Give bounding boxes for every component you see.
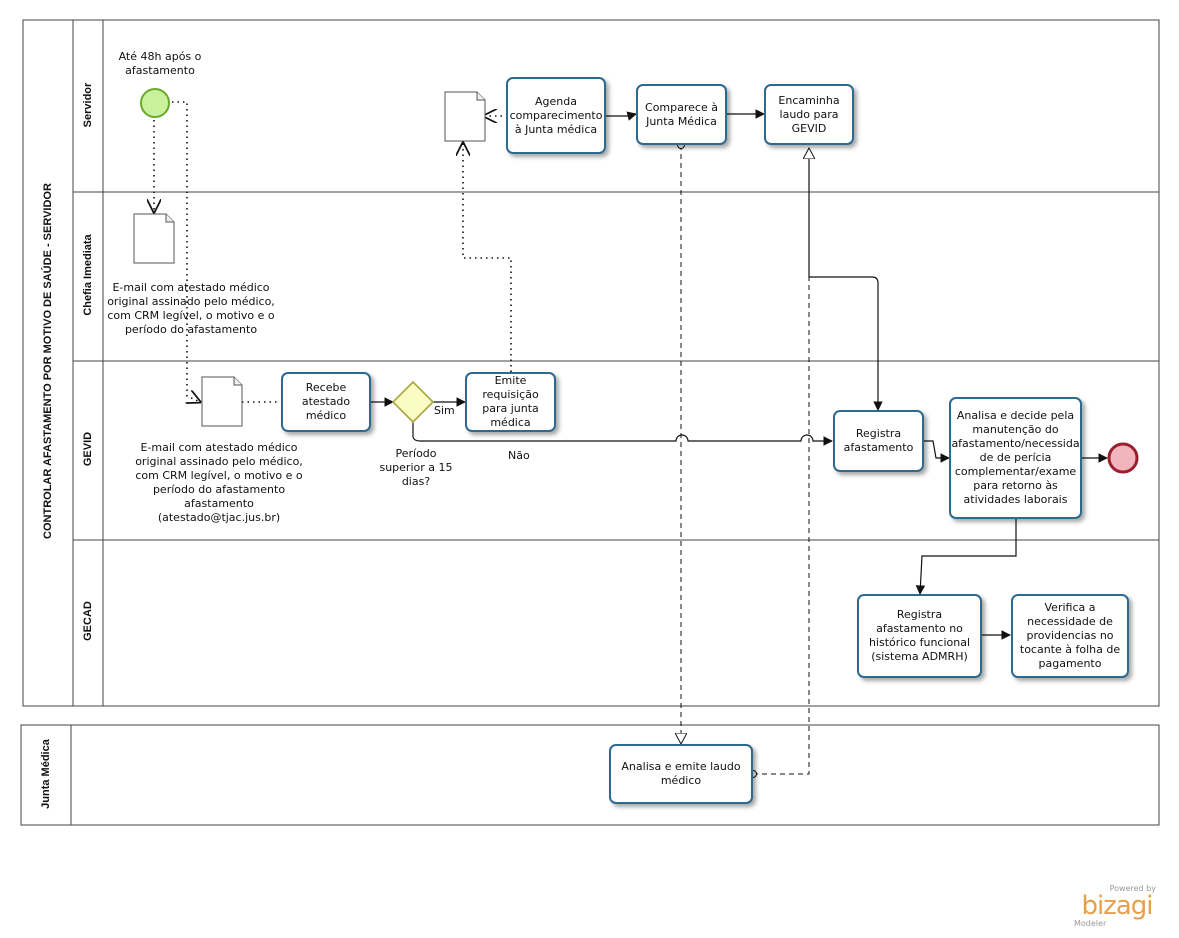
email-doc-gevid-label: E-mail com atestado médico original assi…: [135, 441, 303, 524]
flow-gateway-nao: [412, 422, 833, 446]
brand-name: bizagi: [1081, 891, 1153, 921]
task-comparece-junta[interactable]: Comparece à Junta Médica: [636, 84, 727, 145]
flow-analisa-registrahist: [915, 519, 1017, 595]
gateway-question: Período superior a 15 dias?: [379, 447, 453, 488]
gateway-no-label: Não: [508, 449, 530, 462]
powered-by-text: Powered by: [1109, 884, 1156, 893]
main-pool: [22, 19, 1160, 707]
junta-pool: [20, 724, 1160, 826]
task-registra-historico[interactable]: Registra afastamento no histórico funcio…: [857, 594, 982, 678]
message-flows: [681, 145, 809, 775]
lane-label-gevid: GEVID: [82, 431, 94, 467]
assoc-emite-doc3: [463, 143, 512, 372]
brand-product: Modeler: [1074, 919, 1107, 928]
task-agenda-comparecimento[interactable]: Agenda comparecimento à Junta médica: [506, 77, 606, 154]
lane-label-gecad: GECAD: [82, 601, 94, 641]
flow-encaminha-registra: [808, 150, 883, 411]
lane-label-servidor: Servidor: [82, 82, 94, 128]
task-registra-afastamento[interactable]: Registra afastamento: [833, 410, 924, 472]
task-emite-requisicao[interactable]: Emite requisição para junta médica: [465, 372, 556, 432]
pool-label-junta: Junta Médica: [40, 739, 52, 809]
gateway-diamond[interactable]: [391, 380, 435, 424]
bizagi-logo: Powered by bizagi Modeler: [1072, 884, 1162, 928]
start-event-label: Até 48h após o afastamento: [118, 50, 202, 77]
msg-laudo-encaminha: [753, 148, 809, 775]
task-verifica-folha[interactable]: Verifica a necessidade de providencias n…: [1011, 594, 1129, 678]
document-icon[interactable]: [201, 376, 243, 427]
start-event[interactable]: [140, 88, 170, 118]
sequence-flows: [371, 109, 1108, 640]
end-event[interactable]: [1107, 442, 1139, 474]
task-encaminha-laudo[interactable]: Encaminha laudo para GEVID: [764, 84, 854, 145]
task-analisa-decide[interactable]: Analisa e decide pela manutenção do afas…: [949, 397, 1082, 519]
assoc-start-doc2: [172, 101, 200, 402]
flow-registra-analisa: [924, 440, 950, 463]
flow-agenda-comparece: [606, 111, 637, 121]
main-pool-title: CONTROLAR AFASTAMENTO POR MOTIVO DE SAÚD…: [42, 183, 54, 539]
associations: [154, 101, 512, 402]
task-analisa-laudo[interactable]: Analisa e emite laudo médico: [609, 744, 753, 804]
email-doc-chefia-label: E-mail com atestado médico original assi…: [107, 281, 275, 336]
gateway-yes-label: Sim: [434, 404, 455, 417]
document-icon[interactable]: [133, 213, 175, 264]
lane-label-chefia: Chefia Imediata: [82, 234, 94, 316]
task-recebe-atestado[interactable]: Recebe atestado médico: [281, 372, 371, 432]
document-icon[interactable]: [444, 91, 486, 142]
